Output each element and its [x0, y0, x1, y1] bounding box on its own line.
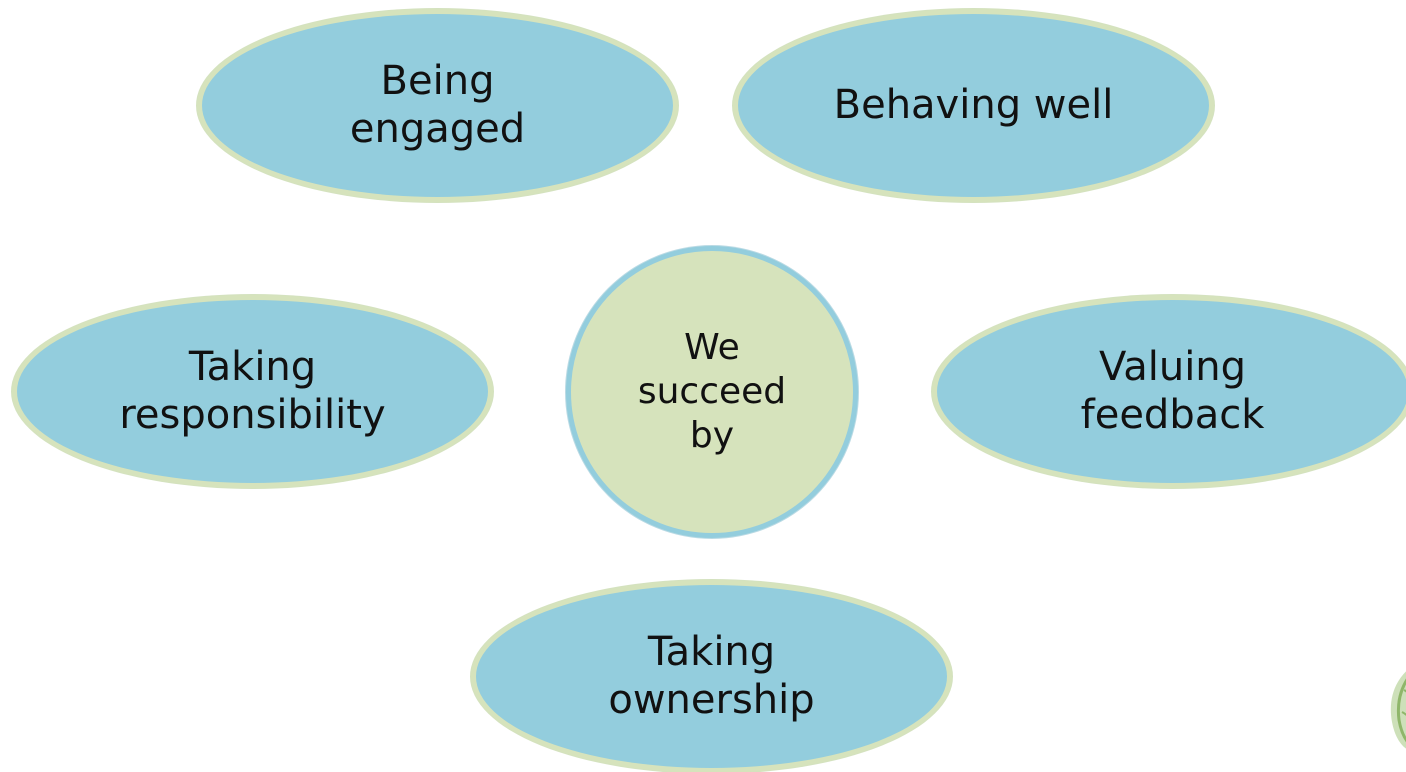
being-engaged-node: Being engaged	[197, 9, 678, 202]
taking-ownership-node: Taking ownership	[471, 580, 952, 772]
taking-ownership-label: Taking ownership	[608, 629, 815, 723]
center-node: We succeed by	[566, 246, 858, 538]
taking-responsibility-label: Taking responsibility	[119, 344, 386, 438]
leaf-decoration-icon	[1390, 671, 1406, 749]
valuing-feedback-node: Valuing feedback	[932, 295, 1406, 488]
behaving-well-label: Behaving well	[833, 81, 1114, 128]
center-label: We succeed by	[637, 327, 787, 456]
behaving-well-node: Behaving well	[733, 9, 1214, 202]
being-engaged-label: Being engaged	[349, 58, 526, 152]
taking-responsibility-node: Taking responsibility	[12, 295, 493, 488]
valuing-feedback-label: Valuing feedback	[1080, 344, 1265, 438]
